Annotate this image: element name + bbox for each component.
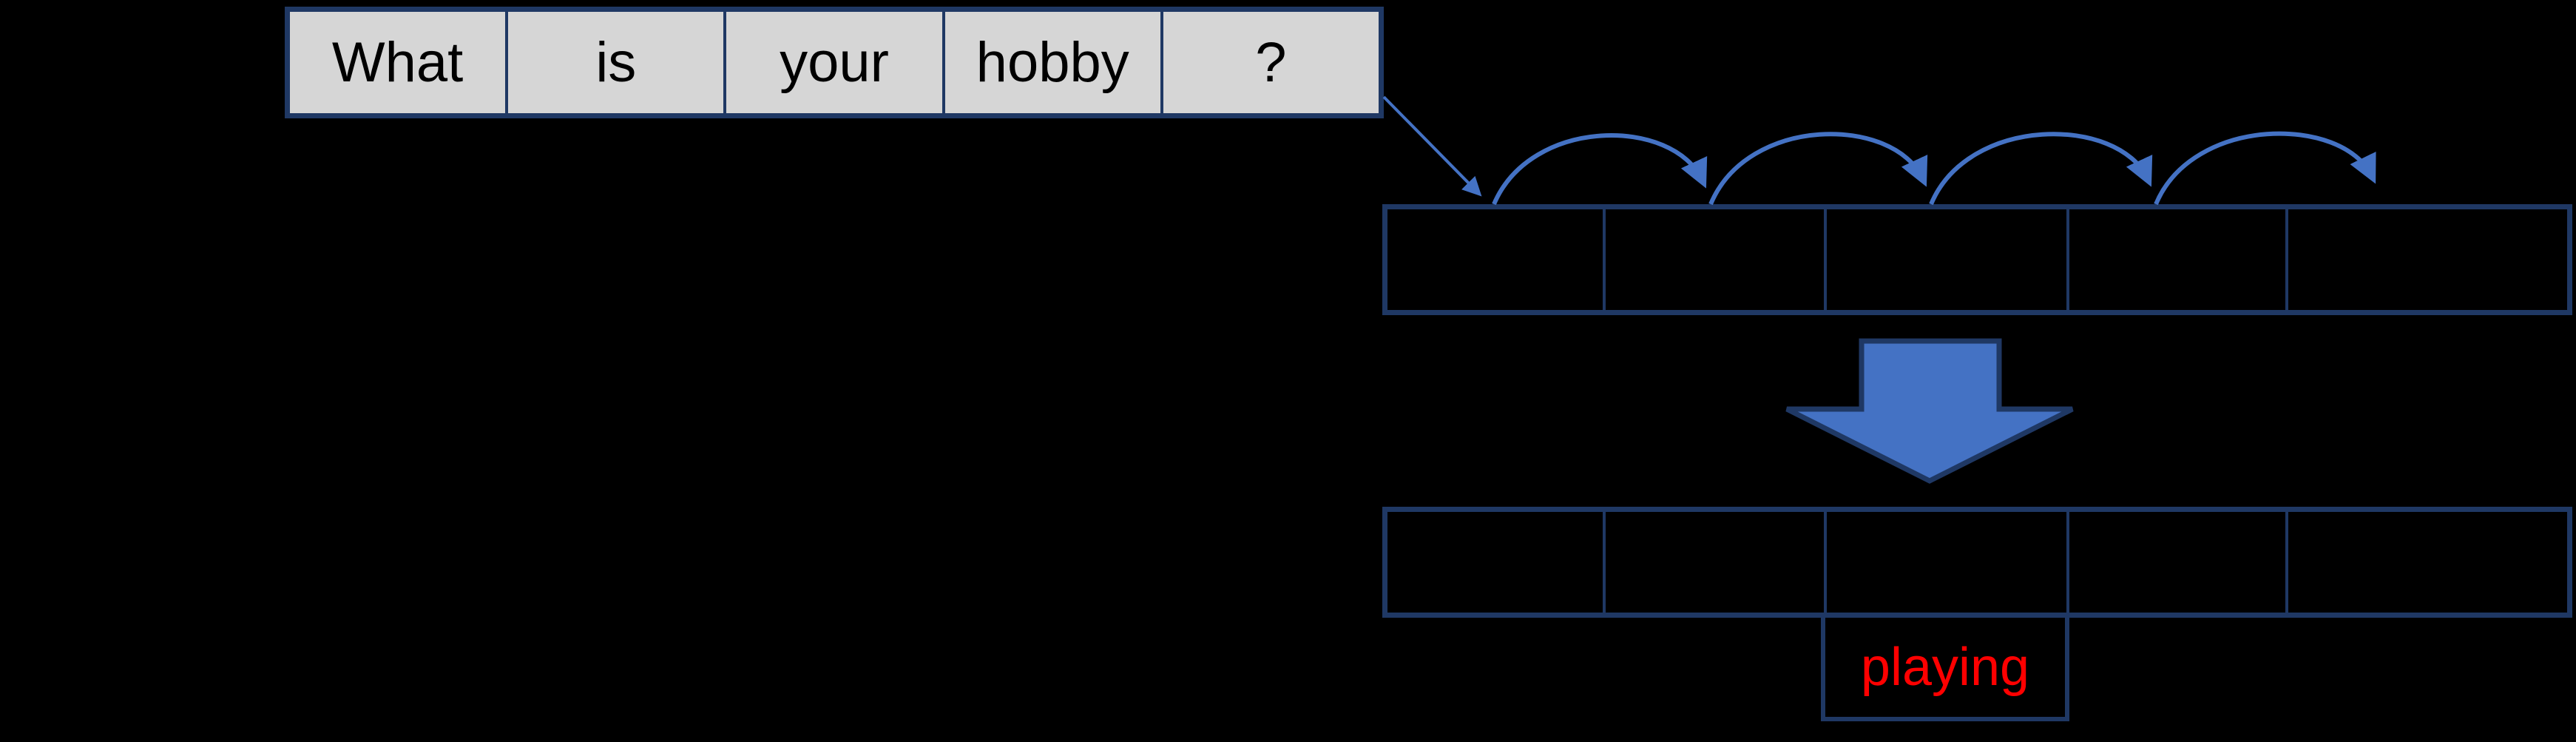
encoder-cell bbox=[2285, 209, 2567, 310]
decoder-cell bbox=[2066, 512, 2286, 613]
down-block-arrow-icon bbox=[1785, 338, 2074, 484]
encoder-cell bbox=[1602, 209, 1825, 310]
decoder-cell bbox=[1387, 512, 1603, 613]
input-token-cell: What bbox=[290, 12, 505, 113]
input-token-cell: is bbox=[505, 12, 723, 113]
input-to-encoder-arrow-icon bbox=[1382, 95, 1482, 197]
input-sentence-table: What is your hobby ? bbox=[285, 7, 1384, 118]
input-token-cell: ? bbox=[1160, 12, 1379, 113]
encoder-cell bbox=[1387, 209, 1603, 310]
predicted-word-box: playing bbox=[1821, 613, 2069, 721]
input-token-label: hobby bbox=[976, 31, 1129, 94]
encoder-row bbox=[1382, 204, 2572, 315]
decoder-cell bbox=[1602, 512, 1825, 613]
hop-arc-3-icon bbox=[1929, 132, 2153, 206]
input-token-label: is bbox=[595, 31, 637, 94]
input-token-cell: hobby bbox=[942, 12, 1160, 113]
hop-arc-4-icon bbox=[2154, 131, 2376, 206]
decoder-cell bbox=[1824, 512, 2066, 613]
decoder-row bbox=[1382, 507, 2572, 618]
decoder-cell bbox=[2285, 512, 2567, 613]
predicted-word-label: playing bbox=[1860, 638, 2030, 697]
encoder-cell bbox=[1824, 209, 2066, 310]
input-token-label: your bbox=[780, 31, 889, 94]
hop-arc-2-icon bbox=[1708, 132, 1928, 206]
input-token-label: ? bbox=[1255, 31, 1287, 94]
input-token-cell: your bbox=[723, 12, 942, 113]
encoder-cell bbox=[2066, 209, 2286, 310]
input-token-label: What bbox=[331, 31, 464, 94]
hop-arc-1-icon bbox=[1492, 133, 1708, 206]
